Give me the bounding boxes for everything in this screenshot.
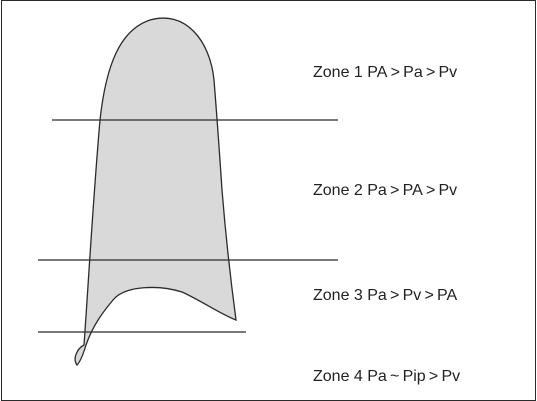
zone-4-label: Zone 4 Pa ~ Pip > Pv: [313, 368, 461, 385]
zone-1-label: Zone 1 PA > Pa > Pv: [313, 64, 458, 81]
zone-3-label: Zone 3 Pa > Pv > PA: [313, 287, 458, 304]
lung-outline: [74, 17, 237, 367]
zone-2-label: Zone 2 Pa > PA > Pv: [313, 182, 458, 199]
